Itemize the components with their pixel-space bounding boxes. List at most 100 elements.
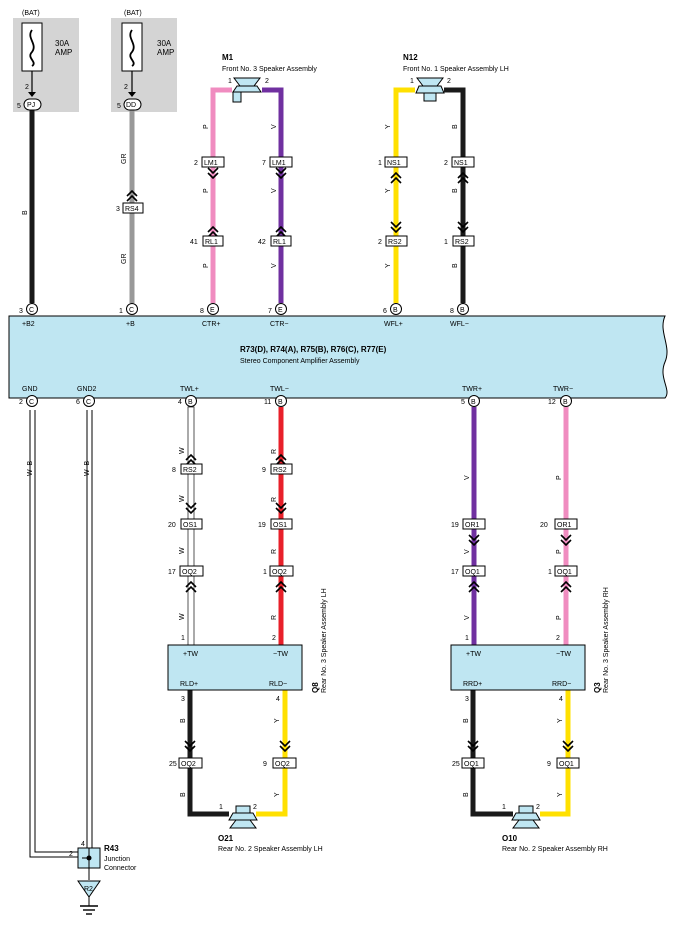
conn-rl1-b-pin: 42 — [258, 239, 266, 246]
conn-oq1-d: 9 OQ1 — [547, 740, 580, 769]
amp-top-3-conn: E — [278, 307, 283, 314]
wire-label-wb-1: W–B — [27, 461, 34, 477]
speaker-n12-code: N12 — [403, 53, 418, 62]
amp-top-terminals: 3 C +B2 1 C +B 8 E CTR+ 7 E CTR− 6 B WFL… — [19, 303, 469, 328]
wire-violet-ctr-minus — [262, 87, 284, 303]
conn-oq2-c: 25 OQ2 — [169, 740, 203, 769]
conn-oq2-d-pin: 9 — [263, 761, 267, 768]
fuse-2-rating: 30A — [157, 39, 172, 48]
conn-oq2-b: 1 OQ2 — [263, 565, 294, 593]
fuse-2-unit: AMP — [157, 48, 174, 57]
amp-bottom-5-label: TWR− — [553, 386, 573, 393]
junction-line2: Connector — [104, 865, 137, 872]
conn-rs2-d-pin: 9 — [262, 467, 266, 474]
tweeter-rh-pin3: 3 — [465, 696, 469, 703]
conn-lm1-b-pin: 7 — [262, 160, 266, 167]
conn-oq1-a-name: OQ1 — [465, 569, 480, 576]
conn-rs2-b-pin: 1 — [444, 239, 448, 246]
conn-oq1-d-name: OQ1 — [559, 761, 574, 768]
fuse-1-icon — [29, 29, 35, 67]
conn-pj: 5 PJ — [17, 98, 42, 111]
conn-dd: 5 DD — [117, 98, 142, 111]
tweeter-rh-body — [450, 644, 586, 691]
conn-oq2-b-pin: 1 — [263, 569, 267, 576]
amp-top-2-label: CTR+ — [202, 321, 220, 328]
speaker-m1-magnet — [232, 91, 242, 103]
amp-bottom-4-conn: B — [471, 399, 476, 406]
conn-os1-a-pin: 20 — [168, 522, 176, 529]
tweeter-rh-in-pos: +TW — [466, 651, 481, 658]
speaker-m1-name: Front No. 3 Speaker Assembly — [222, 66, 317, 73]
wire-yellow-rld-minus — [256, 690, 288, 817]
fuse-1-pin-top: 2 — [25, 84, 29, 91]
amp-bottom-2-conn: B — [188, 399, 193, 406]
conn-rs4-name: RS4 — [125, 206, 139, 213]
amp-bottom-1-label: GND2 — [77, 386, 97, 393]
junction-code: R43 — [104, 844, 119, 853]
conn-lm1-a-name: LM1 — [204, 160, 218, 167]
fuse-2-icon — [129, 29, 135, 67]
amp-top-0-conn: C — [29, 307, 34, 314]
wire-label-v-1: V — [271, 124, 278, 129]
wire-label-v-5: V — [464, 549, 471, 554]
wire-yellow-rrd-minus — [540, 690, 571, 817]
speaker-o10-icon — [512, 819, 540, 829]
conn-ns1-b: 2 NS1 — [444, 156, 475, 184]
wire-label-gr-1: GR — [121, 154, 128, 165]
conn-rl1-b: 42 RL1 — [258, 226, 292, 247]
conn-rl1-b-name: RL1 — [273, 239, 286, 246]
amplifier-codes: R73(D), R74(A), R75(B), R76(C), R77(E) — [240, 345, 387, 354]
wire-label-v-4: V — [464, 475, 471, 480]
tweeter-rh-out-neg: RRD− — [552, 681, 571, 688]
amp-bottom-4-label: TWR+ — [462, 386, 482, 393]
amp-bottom-1-pin: 6 — [76, 399, 80, 406]
wire-labels-bottom: W–B W–B W W W W R R R R V V V P P P B B … — [27, 447, 564, 797]
conn-oq2-c-pin: 25 — [169, 761, 177, 768]
tweeter-lh-body — [167, 644, 303, 691]
amp-top-1-pin: 1 — [119, 308, 123, 315]
wire-label-p-1: P — [203, 124, 210, 129]
conn-rs4-pin: 3 — [116, 206, 120, 213]
tweeter-rh-pin4: 4 — [559, 696, 563, 703]
conn-rs2-a-pin: 2 — [378, 239, 382, 246]
wire-label-r-3: R — [271, 549, 278, 554]
wire-label-p-3: P — [203, 263, 210, 268]
conn-os1-b-pin: 19 — [258, 522, 266, 529]
tweeter-rh-in-neg: −TW — [556, 651, 571, 658]
conn-or1-b-name: OR1 — [557, 522, 572, 529]
conn-or1-b: 20 OR1 — [540, 518, 578, 546]
wire-label-r-2: R — [271, 497, 278, 502]
conn-ns1-b-name: NS1 — [454, 160, 468, 167]
conn-os1-a-name: OS1 — [183, 522, 197, 529]
conn-rs2-b-name: RS2 — [455, 239, 469, 246]
wire-label-v-6: V — [464, 615, 471, 620]
wire-label-y-5: Y — [274, 792, 281, 797]
wire-label-y-1: Y — [385, 124, 392, 129]
speaker-m1-pin2: 2 — [265, 78, 269, 85]
amp-top-0-label: +B2 — [22, 321, 35, 328]
amp-bottom-3-pin: 11 — [264, 399, 271, 406]
amp-top-2-conn: E — [210, 307, 215, 314]
conn-or1-a-name: OR1 — [465, 522, 480, 529]
speaker-n12-pin1: 1 — [410, 78, 414, 85]
speaker-o10: 1 2 O10 Rear No. 2 Speaker Assembly RH — [502, 804, 608, 853]
junction-pin-left: 2 — [69, 851, 73, 858]
wire-label-y-3: Y — [385, 263, 392, 268]
amp-top-3-pin: 7 — [268, 308, 272, 315]
fuse-block-1: (BAT) 30A AMP 2 — [13, 10, 79, 112]
conn-lm1-a-pin: 2 — [194, 160, 198, 167]
amplifier-name: Stereo Component Amplifier Assembly — [240, 358, 360, 365]
wire-label-b-5: B — [180, 718, 187, 723]
conn-rs2-a-name: RS2 — [388, 239, 402, 246]
tweeter-lh-pin1: 1 — [181, 635, 185, 642]
speaker-o21: 1 2 O21 Rear No. 2 Speaker Assembly LH — [218, 804, 323, 853]
conn-dd-pin: 5 — [117, 103, 121, 110]
conn-oq2-c-name: OQ2 — [181, 761, 196, 768]
conn-oq2-d: 9 OQ2 — [263, 740, 297, 769]
amp-top-1-conn: C — [129, 307, 134, 314]
wire-label-p-2: P — [203, 188, 210, 193]
conn-lm1-b-name: LM1 — [272, 160, 286, 167]
wire-label-r-4: R — [271, 615, 278, 620]
wire-label-p-4: P — [556, 475, 563, 480]
